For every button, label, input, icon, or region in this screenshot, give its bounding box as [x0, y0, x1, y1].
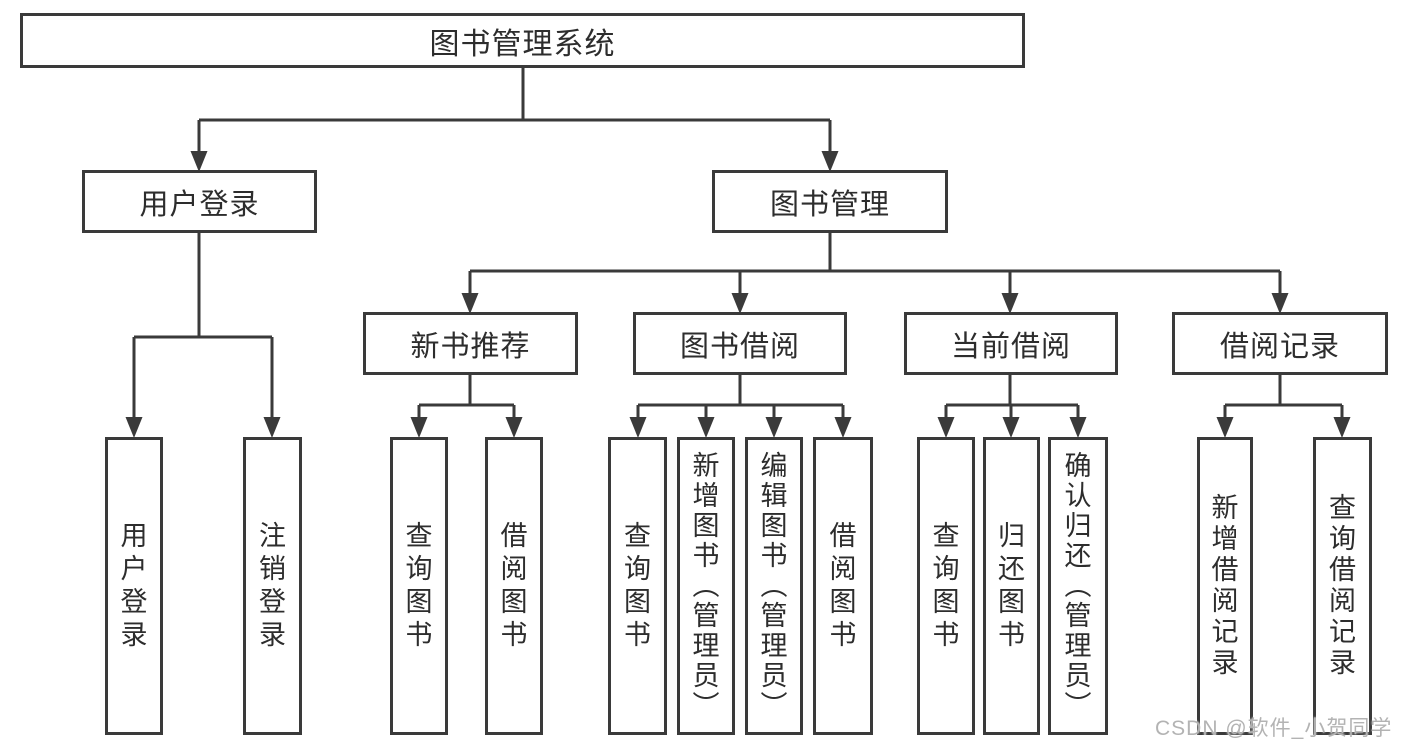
arrowhead-icon [834, 417, 852, 438]
node-library-system-label: 图书管理系统 [429, 27, 616, 61]
arrowhead-icon [263, 417, 281, 438]
node-borrow-records: 借阅记录 [1172, 312, 1388, 375]
leaf-cb-query-books: 查 询 图 书 [917, 437, 975, 735]
leaf-bb-add-books-admin-label: 新 增 图 书 ︵ 管 理 员 ︶ [692, 451, 720, 721]
leaf-bb-edit-books-admin: 编 辑 图 书 ︵ 管 理 员 ︶ [745, 437, 803, 735]
arrowhead-icon [629, 417, 647, 438]
arrowhead-icon [1271, 293, 1289, 314]
leaf-bb-query-books: 查 询 图 书 [608, 437, 667, 735]
leaf-bb-add-books-admin: 新 增 图 书 ︵ 管 理 员 ︶ [677, 437, 735, 735]
arrowhead-icon [1002, 417, 1020, 438]
leaf-bb-edit-books-admin-label: 编 辑 图 书 ︵ 管 理 员 ︶ [760, 451, 788, 721]
leaf-user-login-label: 用 户 登 录 [120, 521, 148, 650]
arrowhead-icon [821, 151, 839, 172]
arrowhead-icon [937, 417, 955, 438]
node-book-borrow: 图书借阅 [633, 312, 847, 375]
leaf-logout-label: 注 销 登 录 [259, 521, 286, 650]
leaf-br-add-record: 新 增 借 阅 记 录 [1197, 437, 1253, 735]
leaf-br-add-record-label: 新 增 借 阅 记 录 [1211, 493, 1239, 678]
node-new-book-recommend: 新书推荐 [363, 312, 578, 375]
leaf-cb-return-books: 归 还 图 书 [983, 437, 1040, 735]
leaf-br-query-record-label: 查 询 借 阅 记 录 [1329, 493, 1356, 678]
node-book-borrow-label: 图书借阅 [679, 330, 800, 363]
leaf-nbr-borrow-books-label: 借 阅 图 书 [500, 521, 528, 650]
arrowhead-icon [505, 417, 523, 438]
node-book-management: 图书管理 [712, 170, 948, 233]
leaf-bb-borrow-books: 借 阅 图 书 [813, 437, 873, 735]
leaf-bb-query-books-label: 查 询 图 书 [624, 521, 651, 650]
arrowhead-icon [125, 417, 143, 438]
node-new-book-recommend-label: 新书推荐 [410, 330, 531, 363]
node-library-system: 图书管理系统 [20, 13, 1025, 68]
leaf-logout: 注 销 登 录 [243, 437, 302, 735]
arrowhead-icon [1001, 293, 1019, 314]
node-current-borrow-label: 当前借阅 [950, 330, 1071, 363]
arrowhead-icon [697, 417, 715, 438]
leaf-bb-borrow-books-label: 借 阅 图 书 [829, 521, 857, 650]
node-borrow-records-label: 借阅记录 [1219, 330, 1340, 363]
arrowhead-icon [1333, 417, 1351, 438]
leaf-cb-query-books-label: 查 询 图 书 [932, 521, 960, 650]
arrowhead-icon [1216, 417, 1234, 438]
arrowhead-icon [410, 417, 428, 438]
leaf-nbr-borrow-books: 借 阅 图 书 [485, 437, 543, 735]
node-current-borrow: 当前借阅 [904, 312, 1118, 375]
arrowhead-icon [461, 293, 479, 314]
node-user-login: 用户登录 [82, 170, 317, 233]
arrowhead-icon [731, 293, 749, 314]
leaf-nbr-query-books-label: 查 询 图 书 [405, 521, 433, 650]
leaf-cb-confirm-return-admin: 确 认 归 还 ︵ 管 理 员 ︶ [1048, 437, 1108, 735]
arrowhead-icon [190, 151, 208, 172]
arrowhead-icon [765, 417, 783, 438]
leaf-cb-confirm-return-admin-label: 确 认 归 还 ︵ 管 理 员 ︶ [1064, 451, 1092, 721]
csdn-watermark: CSDN @软件_小贺同学 [1155, 717, 1393, 740]
node-user-login-label: 用户登录 [139, 188, 260, 221]
leaf-cb-return-books-label: 归 还 图 书 [998, 521, 1025, 650]
node-book-management-label: 图书管理 [769, 188, 890, 221]
arrowhead-icon [1069, 417, 1087, 438]
leaf-br-query-record: 查 询 借 阅 记 录 [1313, 437, 1372, 735]
connector-line [132, 67, 1344, 422]
leaf-user-login: 用 户 登 录 [105, 437, 163, 735]
leaf-nbr-query-books: 查 询 图 书 [390, 437, 448, 735]
